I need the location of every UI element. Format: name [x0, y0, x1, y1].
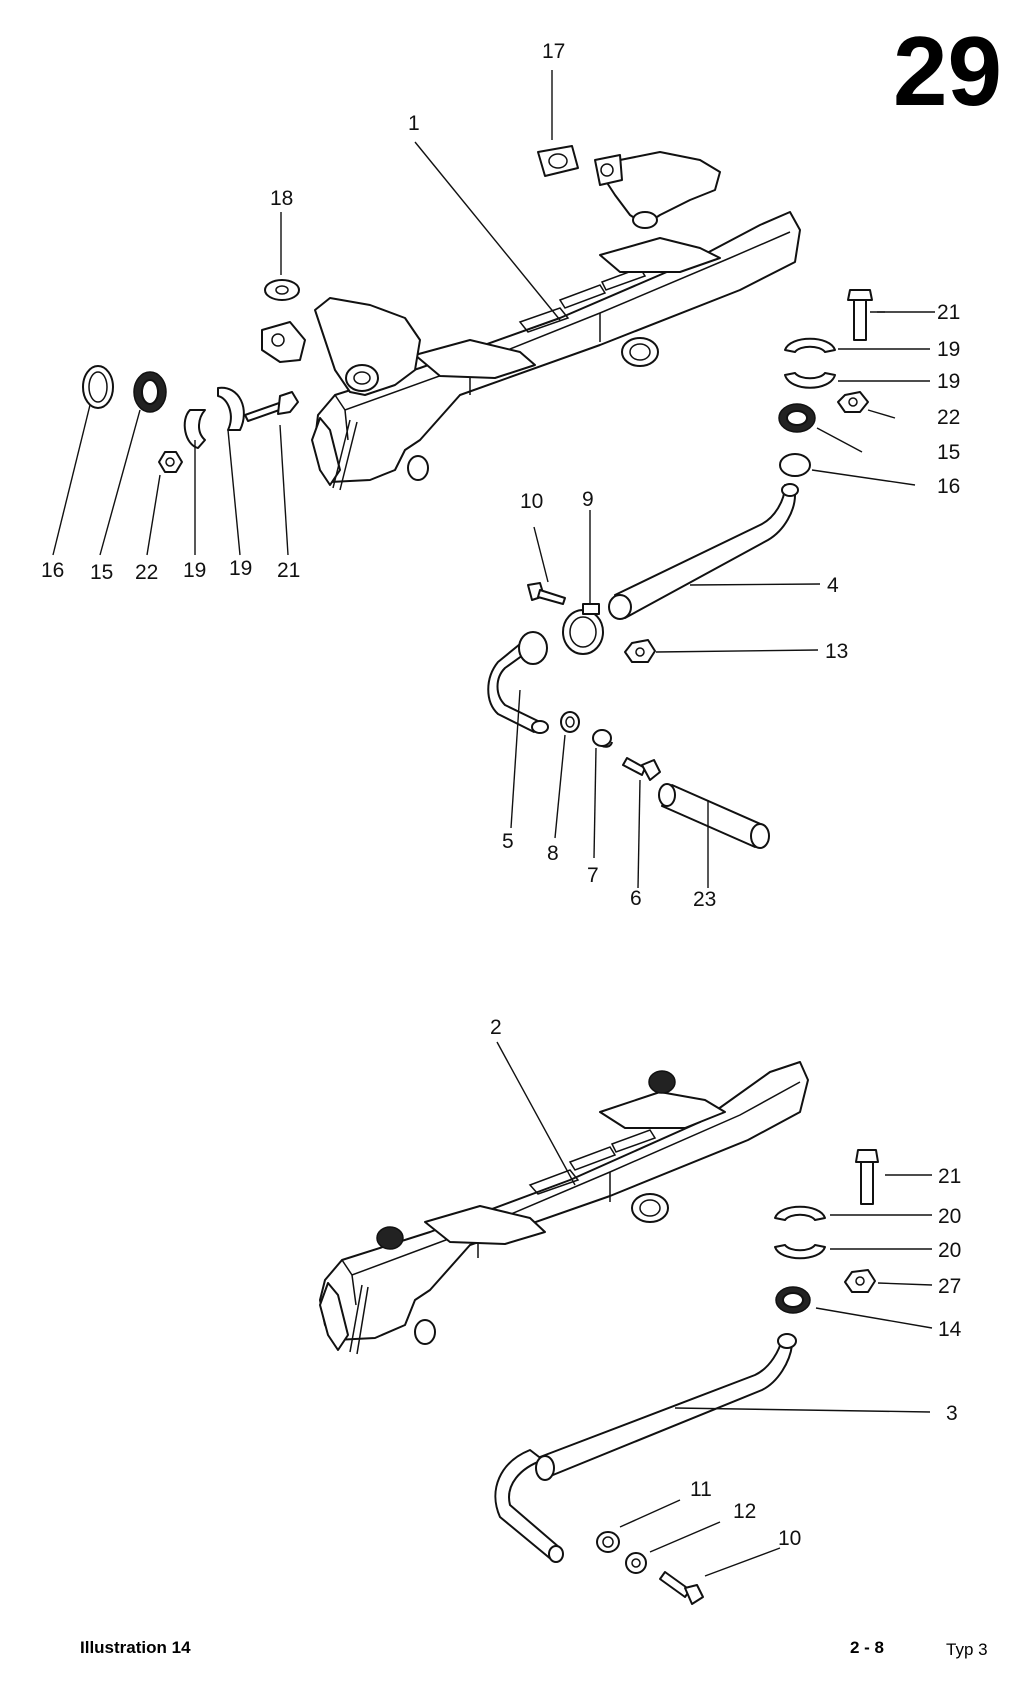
callout-5: 5 [502, 830, 514, 853]
callout-22-left: 22 [135, 561, 158, 584]
lower-nut-27 [844, 1269, 876, 1293]
callout-22-right: 22 [937, 406, 960, 429]
footer-page-ref: 2 - 8 [850, 1638, 884, 1657]
callout-17: 17 [542, 40, 565, 63]
pipe-23 [658, 783, 770, 849]
callout-20-a: 20 [938, 1205, 961, 1228]
washer-8 [560, 711, 580, 733]
callout-10-upper: 10 [520, 490, 543, 513]
callout-19-right-b: 19 [937, 370, 960, 393]
callout-6: 6 [630, 887, 642, 910]
lower-callouts: 2 21 20 20 27 14 3 11 12 10 [490, 1016, 962, 1550]
callout-18: 18 [270, 187, 293, 210]
left-clamp-halves [183, 386, 245, 449]
footer-illustration-label: Illustration 14 [80, 1638, 191, 1657]
lock-washer-7 [592, 729, 613, 748]
callout-3: 3 [946, 1402, 958, 1425]
callout-21-lower: 21 [938, 1165, 961, 1188]
right-bolt-21 [847, 289, 873, 341]
footer-type: Typ 3 [946, 1640, 988, 1659]
gasket-18 [264, 279, 300, 301]
callout-20-b: 20 [938, 1239, 961, 1262]
callout-10-lower: 10 [778, 1527, 801, 1550]
left-seal-rings [82, 365, 167, 413]
callout-11: 11 [690, 1478, 712, 1501]
upper-leaders [52, 70, 935, 889]
right-seal-rings [778, 403, 816, 477]
bolt-6 [622, 757, 661, 781]
callout-21-left: 21 [277, 559, 300, 582]
right-nut-22 [837, 391, 869, 413]
callout-19-left-b: 19 [229, 557, 252, 580]
callout-15-right: 15 [937, 441, 960, 464]
lower-bolt-10 [659, 1571, 704, 1605]
left-nut-22 [158, 451, 183, 473]
callout-16-right: 16 [937, 475, 960, 498]
callout-19-left-a: 19 [183, 559, 206, 582]
callout-7: 7 [587, 864, 599, 887]
callout-12: 12 [733, 1500, 756, 1523]
washer-11 [596, 1531, 620, 1553]
lower-bolt-21 [855, 1149, 879, 1205]
gasket-17 [537, 145, 579, 177]
heat-exchanger-upper [261, 151, 801, 491]
callout-27: 27 [938, 1275, 961, 1298]
callout-14: 14 [938, 1318, 962, 1341]
lock-washer-12 [625, 1552, 647, 1574]
lower-clamp-halves-20 [774, 1205, 826, 1260]
lower-seal-14 [775, 1286, 811, 1314]
callout-4: 4 [827, 574, 839, 597]
bolt-10 [527, 582, 566, 605]
tailpipe-4 [608, 483, 799, 620]
right-clamp-halves-19 [784, 337, 836, 389]
heat-exchanger-lower [319, 1061, 809, 1355]
pipe-5 [487, 631, 549, 734]
callout-13: 13 [825, 640, 848, 663]
nut-13 [624, 639, 656, 663]
tailpipe-3 [494, 1333, 797, 1563]
callout-9: 9 [582, 488, 594, 511]
callout-19-right-a: 19 [937, 338, 960, 361]
callout-23: 23 [693, 888, 716, 911]
page-number: 29 [893, 16, 1002, 126]
callout-16-left: 16 [41, 559, 64, 582]
clamp-9 [562, 603, 604, 655]
upper-callouts: 17 1 18 16 15 22 19 19 21 21 19 19 22 15… [41, 40, 960, 911]
left-bolt-21 [244, 391, 299, 422]
lower-leaders [496, 1041, 933, 1577]
callout-15-left: 15 [90, 561, 113, 584]
callout-2: 2 [490, 1016, 502, 1039]
callout-1: 1 [408, 112, 420, 135]
callout-21-right: 21 [937, 301, 960, 324]
callout-8: 8 [547, 842, 559, 865]
